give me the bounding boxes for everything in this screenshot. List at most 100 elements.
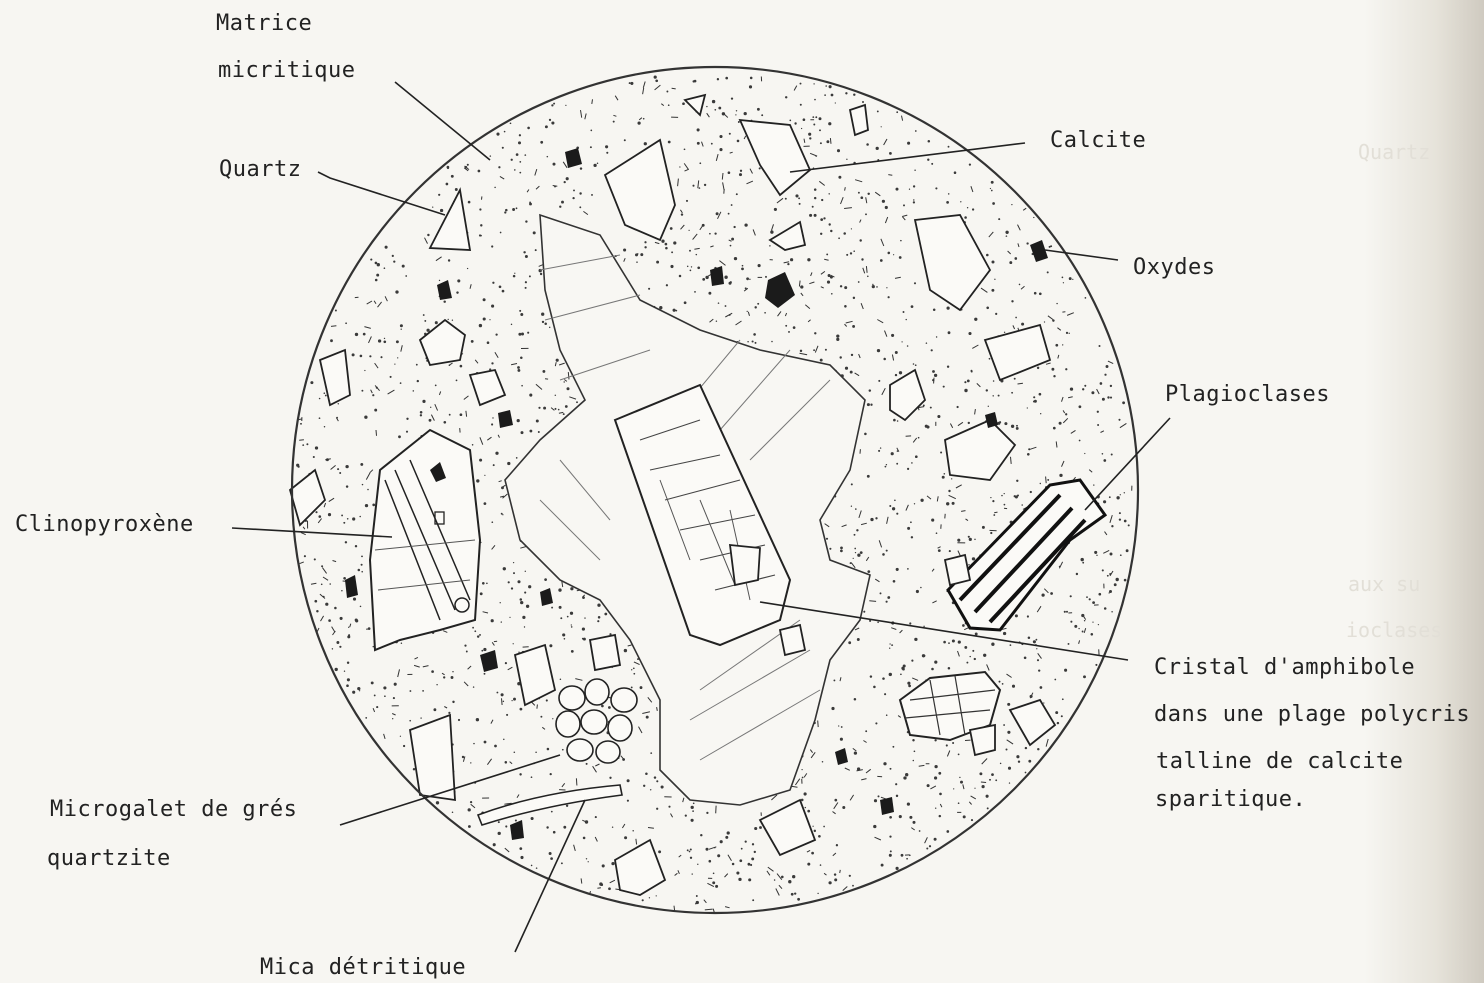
matrix-speck	[834, 799, 837, 802]
matrix-speck	[840, 285, 842, 287]
matrix-speck	[872, 285, 875, 288]
matrix-speck	[1033, 217, 1034, 218]
matrix-speck	[866, 143, 869, 146]
matrix-dash	[925, 837, 928, 843]
matrix-speck	[531, 776, 533, 778]
matrix-speck	[511, 587, 513, 589]
matrix-speck	[1069, 277, 1072, 280]
matrix-speck	[938, 549, 941, 552]
matrix-speck	[353, 598, 356, 601]
matrix-speck	[1055, 711, 1058, 714]
matrix-speck	[998, 395, 1000, 397]
matrix-dash	[1063, 410, 1065, 413]
matrix-dash	[661, 104, 664, 106]
matrix-dash	[950, 424, 952, 428]
matrix-speck	[753, 333, 756, 336]
matrix-speck	[1126, 549, 1129, 552]
matrix-speck	[990, 532, 992, 534]
matrix-speck	[480, 592, 483, 595]
matrix-speck	[915, 130, 917, 132]
matrix-speck	[886, 601, 888, 603]
matrix-speck	[528, 585, 531, 588]
matrix-speck	[795, 194, 798, 197]
matrix-speck	[729, 133, 731, 135]
matrix-dash	[1058, 355, 1059, 359]
matrix-speck	[1070, 387, 1073, 390]
matrix-dash	[672, 88, 676, 89]
matrix-speck	[420, 717, 421, 718]
matrix-dash	[956, 485, 962, 488]
matrix-dash	[597, 888, 601, 889]
matrix-speck	[519, 773, 521, 775]
matrix-dash	[1110, 515, 1112, 523]
matrix-speck	[820, 864, 822, 866]
matrix-speck	[1124, 520, 1127, 523]
matrix-dash	[1063, 418, 1068, 423]
matrix-dash	[470, 284, 471, 289]
matrix-dash	[866, 557, 869, 561]
matrix-speck	[468, 825, 471, 828]
matrix-speck	[845, 367, 848, 370]
matrix-speck	[848, 641, 851, 644]
matrix-dash	[581, 878, 582, 883]
matrix-speck	[972, 208, 974, 210]
matrix-speck	[1006, 235, 1008, 237]
matrix-speck	[867, 193, 869, 195]
matrix-speck	[909, 622, 911, 624]
matrix-speck	[341, 590, 342, 591]
matrix-speck	[609, 777, 611, 779]
matrix-speck	[502, 290, 505, 293]
matrix-speck	[1039, 292, 1042, 295]
matrix-speck	[400, 382, 402, 384]
matrix-speck	[927, 159, 929, 161]
matrix-speck	[1027, 407, 1028, 408]
matrix-dash	[972, 345, 978, 348]
matrix-dash	[415, 657, 418, 659]
matrix-speck	[940, 451, 942, 453]
matrix-speck	[521, 385, 523, 387]
matrix-speck	[969, 656, 970, 657]
matrix-speck	[907, 527, 910, 530]
matrix-dash	[846, 321, 853, 323]
matrix-speck	[519, 310, 521, 312]
matrix-speck	[521, 431, 524, 434]
matrix-dash	[1105, 532, 1107, 535]
label-quartz: Quartz	[219, 157, 301, 183]
matrix-speck	[889, 835, 891, 837]
matrix-dash	[723, 182, 725, 190]
matrix-dash	[1029, 447, 1037, 450]
matrix-speck	[828, 122, 831, 125]
matrix-speck	[964, 216, 967, 219]
matrix-speck	[493, 843, 496, 846]
matrix-speck	[390, 376, 392, 378]
matrix-speck	[1001, 495, 1002, 496]
matrix-speck	[741, 268, 744, 271]
matrix-speck	[923, 626, 924, 627]
matrix-speck	[807, 258, 810, 261]
matrix-dash	[435, 404, 438, 410]
matrix-speck	[464, 645, 466, 647]
matrix-speck	[527, 332, 529, 334]
matrix-speck	[561, 201, 564, 204]
matrix-dash	[678, 179, 679, 187]
matrix-dash	[958, 422, 963, 425]
matrix-dash	[987, 664, 990, 670]
matrix-speck	[1002, 683, 1004, 685]
matrix-dash	[443, 631, 447, 633]
matrix-speck	[1066, 611, 1068, 613]
matrix-speck	[992, 500, 994, 502]
matrix-speck	[873, 686, 876, 689]
matrix-speck	[892, 746, 894, 748]
matrix-speck	[328, 513, 331, 516]
matrix-speck	[588, 861, 589, 862]
matrix-speck	[697, 142, 700, 145]
matrix-dash	[1103, 550, 1109, 553]
matrix-dash	[436, 257, 442, 261]
matrix-speck	[828, 881, 831, 884]
matrix-speck	[903, 665, 906, 668]
matrix-dash	[683, 798, 684, 802]
matrix-speck	[891, 644, 893, 646]
matrix-speck	[1119, 518, 1121, 520]
matrix-speck	[986, 389, 988, 391]
matrix-speck	[491, 521, 493, 523]
